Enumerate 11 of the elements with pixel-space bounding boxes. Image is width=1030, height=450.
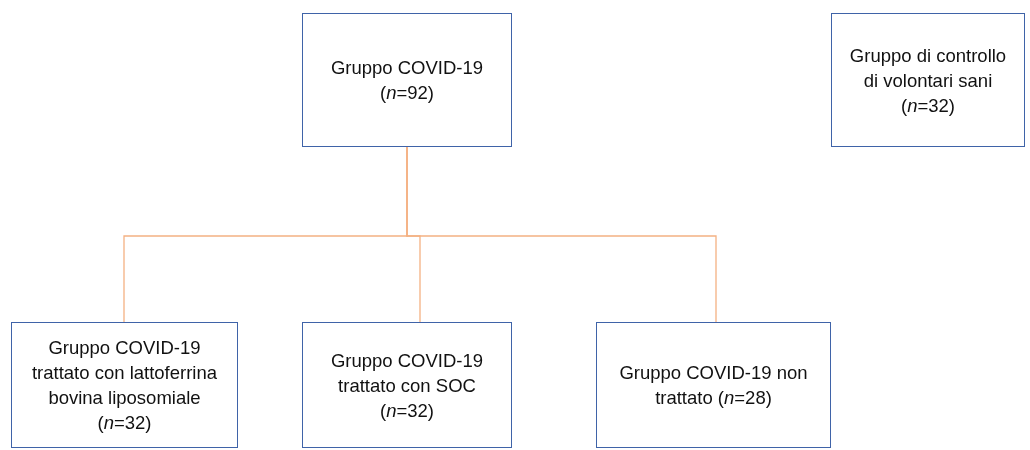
group-box bbox=[831, 13, 1025, 147]
group-box bbox=[302, 322, 512, 448]
group-box bbox=[302, 13, 512, 147]
group-label: Gruppo COVID-19 trattato con lattoferrina bovina liposomiale (n=32) bbox=[30, 336, 219, 435]
group-box bbox=[596, 322, 831, 448]
group-label: Gruppo COVID-19 (n=92) bbox=[329, 56, 485, 105]
group-label: Gruppo COVID-19 trattato con SOC (n=32) bbox=[329, 348, 485, 423]
group-label: Gruppo COVID-19 non trattato (n=28) bbox=[618, 361, 809, 410]
group-label: Gruppo di controllo di volontari sani (n=32) bbox=[848, 43, 1008, 118]
connector-line bbox=[406, 146, 717, 323]
group-box bbox=[11, 322, 238, 448]
